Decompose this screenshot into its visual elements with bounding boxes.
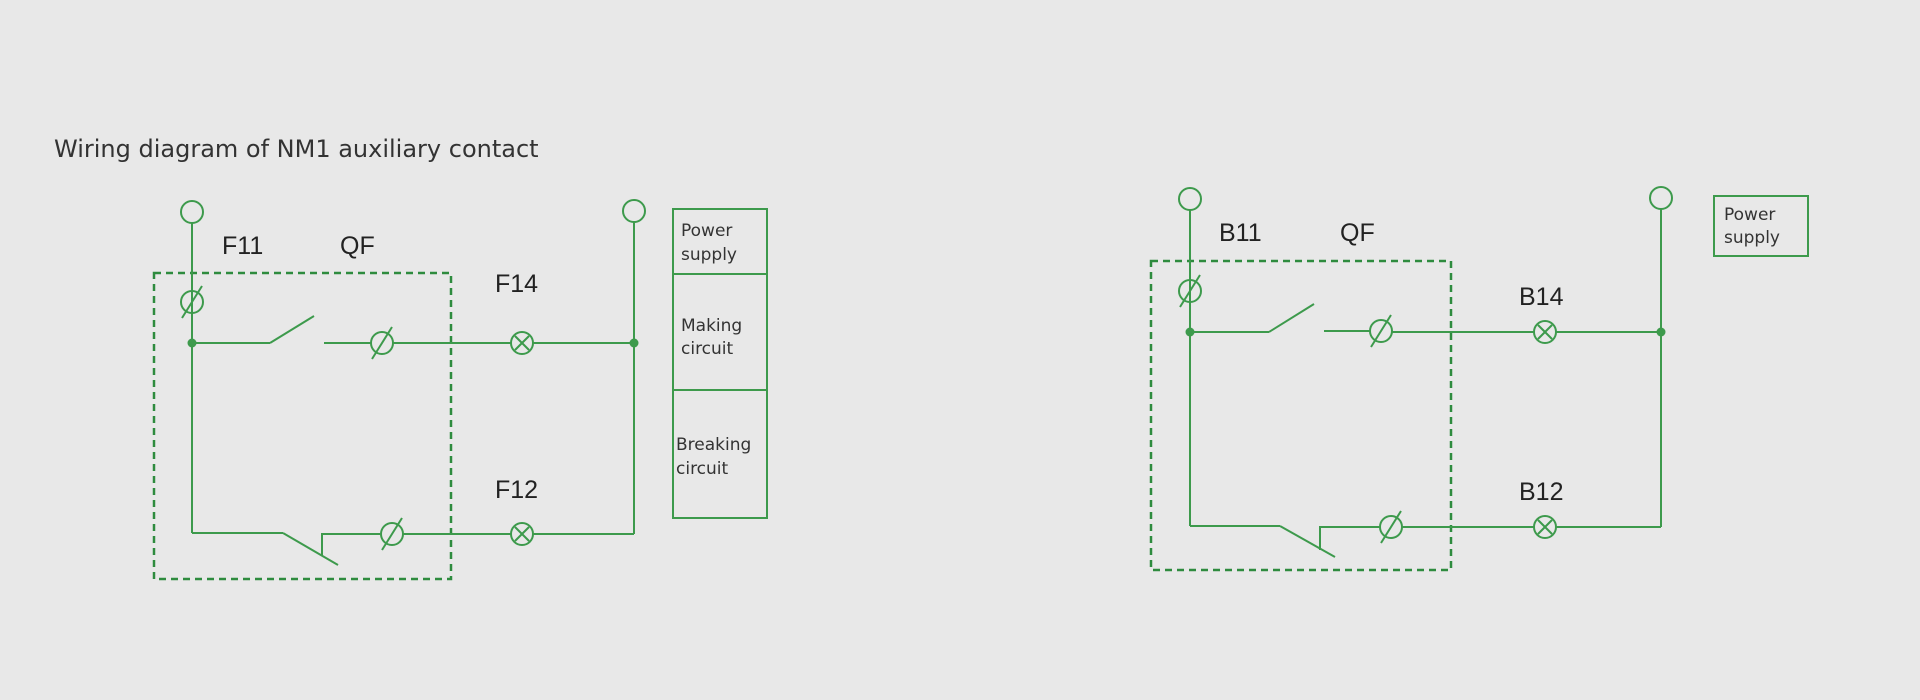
right-normally-closed-contact: [1279, 525, 1336, 558]
f12-terminal-symbol: [510, 522, 534, 546]
label-b14: B14: [1519, 283, 1564, 311]
left-power-terminal-b: [622, 199, 646, 223]
normally-closed-contact: [282, 532, 339, 566]
diagram-title: Wiring diagram of NM1 auxiliary contact: [54, 135, 539, 163]
f14-terminal-symbol: [510, 331, 534, 355]
right-breaking-terminal-symbol: [1379, 510, 1403, 544]
label-f14: F14: [495, 270, 538, 298]
right-making-terminal-symbol: [1369, 314, 1393, 348]
left-aux-terminal-symbol: [180, 285, 204, 319]
legend-making-line1: Making: [681, 316, 742, 336]
label-b11: B11: [1219, 219, 1262, 247]
right-breaking-wire-b: [1319, 526, 1380, 550]
right-power-terminal-b: [1649, 186, 1673, 210]
right-breaker-boundary: [1149, 259, 1453, 572]
legend-power-line2: supply: [681, 245, 737, 265]
b14-terminal-symbol: [1533, 320, 1557, 344]
right-power-terminal-a: [1178, 187, 1202, 211]
right-legend-power-box: [1713, 195, 1809, 257]
legend-breaking-line1: Breaking: [676, 435, 751, 455]
normally-open-contact: [269, 315, 315, 344]
legend-making-box: [672, 273, 768, 391]
right-legend-power-line1: Power: [1724, 205, 1775, 225]
left-circuit: F11 QF F14 F12 Power supply Making circu…: [152, 199, 768, 581]
label-b12: B12: [1519, 478, 1563, 506]
legend-power-line1: Power: [681, 221, 732, 241]
left-breaker-boundary: [152, 271, 453, 581]
making-terminal-symbol: [370, 326, 394, 360]
label-qf-left: QF: [340, 232, 375, 260]
left-power-terminal-a: [180, 200, 204, 224]
left-legend: Power supply Making circuit Breaking cir…: [672, 208, 768, 519]
label-f12: F12: [495, 476, 538, 504]
right-aux-terminal-symbol: [1178, 274, 1202, 308]
b12-terminal-symbol: [1533, 515, 1557, 539]
legend-making-line2: circuit: [681, 339, 734, 359]
right-circuit: B11 QF B14 B12 Power supply: [1149, 186, 1809, 572]
breaking-terminal-symbol: [380, 517, 404, 551]
label-qf-right: QF: [1340, 219, 1375, 247]
right-normally-open-contact: [1268, 303, 1315, 333]
legend-breaking-line2: circuit: [676, 459, 729, 479]
label-f11: F11: [222, 232, 263, 260]
breaking-wire-b: [321, 533, 380, 556]
right-legend-power-line2: supply: [1724, 228, 1780, 248]
right-legend: Power supply: [1713, 195, 1809, 257]
